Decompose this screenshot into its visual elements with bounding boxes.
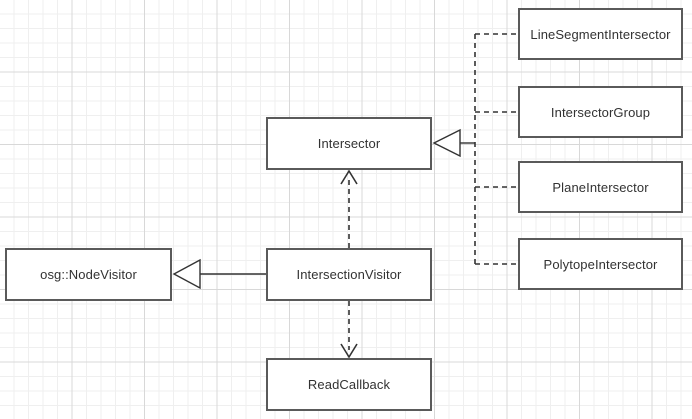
edge-intersection-visitor-to-read-callback	[340, 301, 358, 359]
class-label: Intersector	[317, 136, 381, 151]
edge-intersection-visitor-to-osg-node-visitor	[172, 258, 266, 290]
class-box-plane-intersector[interactable]: PlaneIntersector	[518, 161, 683, 213]
class-box-line-segment-intersector[interactable]: LineSegmentIntersector	[518, 8, 683, 60]
class-box-osg-node-visitor[interactable]: osg::NodeVisitor	[5, 248, 172, 301]
class-box-intersection-visitor[interactable]: IntersectionVisitor	[266, 248, 432, 301]
hollow-triangle-arrowhead-left-icon	[432, 128, 461, 158]
class-box-intersector[interactable]: Intersector	[266, 117, 432, 170]
class-label: IntersectionVisitor	[296, 267, 402, 282]
edge-intersection-visitor-to-intersector	[340, 169, 358, 248]
class-label: PlaneIntersector	[552, 179, 649, 195]
open-arrowhead-up-icon	[340, 169, 358, 185]
open-arrowhead-down-icon	[340, 343, 358, 359]
edge-right-realization-tree	[432, 33, 518, 265]
class-box-polytope-intersector[interactable]: PolytopeIntersector	[518, 238, 683, 290]
class-label: IntersectorGroup	[550, 104, 651, 120]
hollow-triangle-arrowhead-left-icon	[172, 258, 201, 290]
class-label: ReadCallback	[307, 377, 391, 392]
class-box-intersector-group[interactable]: IntersectorGroup	[518, 86, 683, 138]
class-label: LineSegmentIntersector	[530, 26, 671, 42]
class-box-read-callback[interactable]: ReadCallback	[266, 358, 432, 411]
class-label: osg::NodeVisitor	[40, 267, 137, 282]
class-label: PolytopeIntersector	[543, 256, 658, 272]
